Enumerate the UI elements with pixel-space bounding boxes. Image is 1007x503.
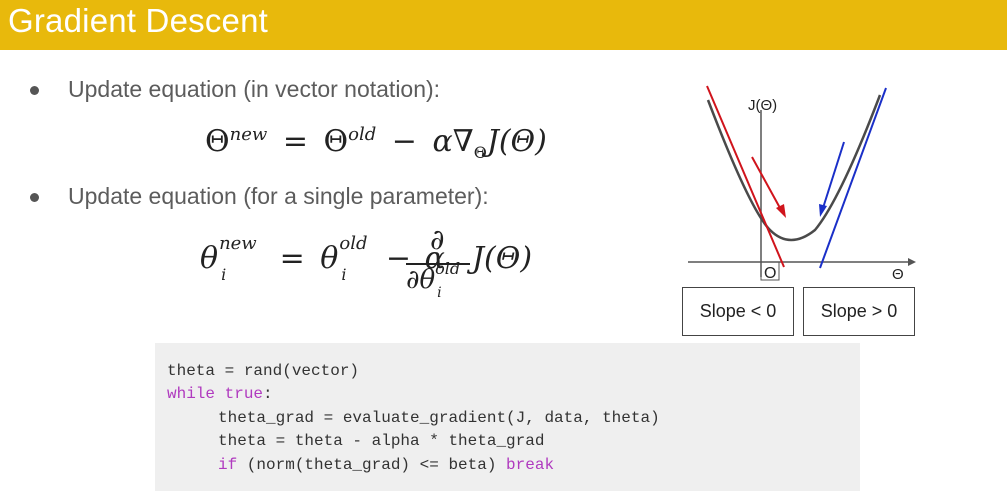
eq1-equals: = <box>282 124 308 159</box>
code-colon: : <box>263 385 273 403</box>
eq2-theta-old: θ <box>320 241 339 276</box>
eq1-sup-old: old <box>348 124 377 145</box>
code-line-4: theta = theta - alpha * theta_grad <box>218 432 545 450</box>
fraction-bar <box>406 263 470 265</box>
eq1-theta-new: Θ <box>205 124 230 159</box>
code-line-3: theta_grad = evaluate_gradient(J, data, … <box>218 409 660 427</box>
keyword-break: break <box>506 456 555 474</box>
eq2-theta-new: θ <box>200 241 219 276</box>
eq2-equals: = <box>279 241 305 276</box>
eq2-den-sub: i <box>437 285 442 301</box>
eq1-cost: J(Θ) <box>486 124 547 159</box>
slope-negative-label: Slope < 0 <box>682 287 794 336</box>
eq2-cost: J(Θ) <box>472 241 533 276</box>
eq2-minus: − <box>385 241 412 276</box>
code-condition: (norm(theta_grad) <= beta) <box>237 456 507 474</box>
eq1-sup-new: new <box>229 124 268 145</box>
origin-marker <box>760 261 780 281</box>
slope-positive-label: Slope > 0 <box>803 287 915 336</box>
eq2-sub-i: i <box>221 265 227 284</box>
arrow-negative-shaft <box>751 156 781 209</box>
eq2-alpha: α <box>424 241 445 276</box>
bullet-dot <box>30 193 39 202</box>
arrow-positive-shaft <box>822 141 845 209</box>
eq2-sub-i2: i <box>341 265 347 284</box>
eq2-sup-new: new <box>219 233 257 254</box>
equation-vector-update: Θnew = Θold − α∇ΘJ(Θ) <box>205 124 547 162</box>
eq1-theta-old: Θ <box>323 124 349 159</box>
eq1-nabla-sub: Θ <box>473 143 487 162</box>
code-line-2: while true: <box>167 385 273 403</box>
x-axis-arrowhead <box>908 258 916 266</box>
eq2-sup-old: old <box>339 233 368 254</box>
arrow-negative-head <box>776 204 786 218</box>
title-bar: Gradient Descent <box>0 0 1007 50</box>
keyword-if: if <box>218 456 238 474</box>
code-line-5: if (norm(theta_grad) <= beta) break <box>218 456 554 474</box>
code-line-1: theta = rand(vector) <box>167 362 360 380</box>
x-axis-label: Θ <box>892 266 904 283</box>
keyword-while: while true <box>167 385 264 403</box>
eq2-denominator: ∂θ <box>406 265 436 295</box>
eq1-minus: − <box>391 124 417 159</box>
eq1-nabla: ∇ <box>452 124 474 159</box>
origin-label: O <box>764 265 776 282</box>
cost-curve <box>706 94 882 242</box>
tangent-positive <box>819 87 887 269</box>
gradient-graph: J(Θ) O Θ <box>688 85 916 283</box>
tangent-negative <box>706 85 785 268</box>
eq1-alpha: α <box>432 124 453 159</box>
slide-title: Gradient Descent <box>8 2 268 39</box>
pseudocode-block: theta = rand(vector) while true: theta_g… <box>155 343 860 491</box>
eq2-den-sup: old <box>435 259 461 278</box>
y-axis-label: J(Θ) <box>748 97 777 114</box>
eq2-numerator: ∂ <box>430 223 445 256</box>
arrow-positive-head <box>819 204 827 217</box>
bullet-text-single: Update equation (for a single parameter)… <box>68 183 489 209</box>
bullet-text-vector: Update equation (in vector notation): <box>68 76 441 102</box>
bullet-dot <box>30 86 39 95</box>
